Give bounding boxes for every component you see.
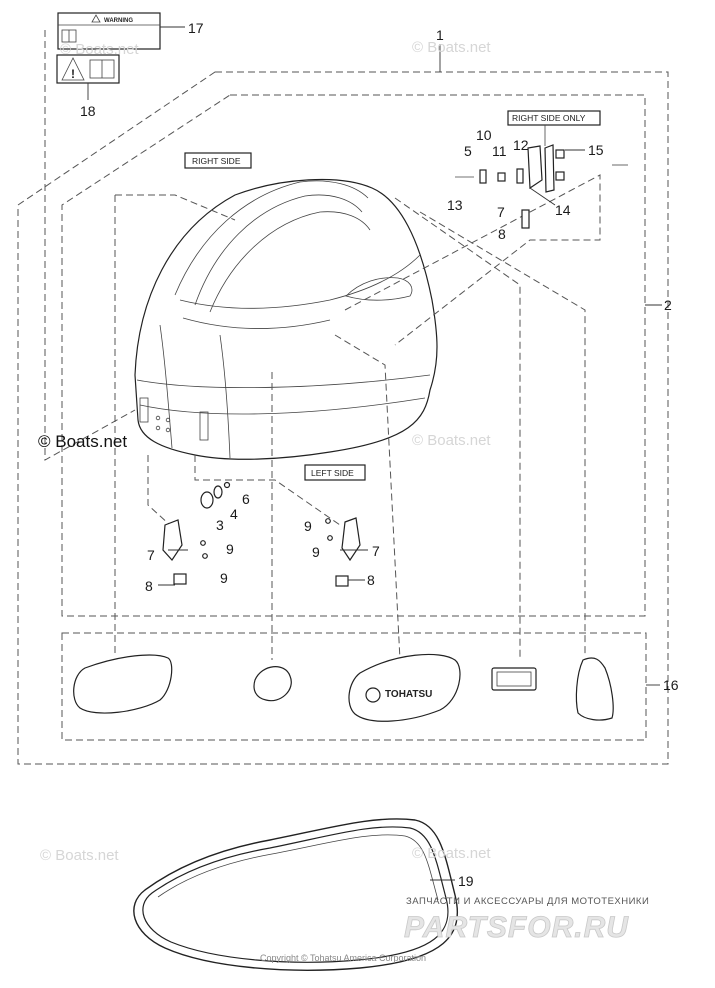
callout-17: 17 [188,20,204,36]
callout-8-left-hook: 8 [145,578,153,594]
callout-11: 11 [492,143,507,159]
emblem-badge [253,666,292,702]
watermark-bottom-left: © Boats.net [40,847,119,864]
bracket-part-14 [527,145,543,190]
callout-19: 19 [458,873,474,889]
hook-right [335,575,349,587]
callout-8-right-hook: 8 [367,572,375,588]
left-side-tag [304,464,366,481]
callout-7-right-latch: 7 [372,543,380,559]
callout-7-left-latch: 7 [147,547,155,563]
callout-9-right-upper: 9 [304,518,312,534]
hardware-items [162,144,628,587]
decal-group-16: TOHATSU [73,653,614,722]
watermark-top-right: © Boats.net [412,39,491,56]
right-side-only-tag [507,110,601,126]
callout-14: 14 [555,202,571,218]
tohatsu-emblem-decal [348,653,461,722]
callout-7-right-side: 7 [497,204,505,220]
collar-part-3 [200,491,214,509]
side-decal-right [575,657,614,721]
warning-triangle-icon-18 [61,57,85,81]
copyright-text: Copyright © Tohatsu America Corporation [260,953,426,963]
callout-16: 16 [663,677,679,693]
callout-9-right-lower: 9 [312,544,320,560]
callout-2: 2 [664,297,672,313]
callout-6: 6 [242,491,250,507]
callout-3: 3 [216,517,224,533]
latch-right [341,517,361,562]
outline-assembly-2 [61,94,646,617]
assembly-outlines [17,71,669,765]
outline-group-16 [61,632,647,741]
cover-seal-19 [133,818,459,971]
outline-assembly-1 [17,71,669,765]
site-logo: PARTSFOR.RU [404,911,629,944]
callout-5: 5 [464,143,472,159]
callout-13: 13 [447,197,463,213]
site-branding: ЗАПЧАСТИ И АКСЕССУАРЫ ДЛЯ МОТОТЕХНИКИ PA… [260,896,649,963]
watermarks: © Boats.net © Boats.net © Boats.net © Bo… [38,39,491,864]
right-side-tag [184,152,252,169]
latch-left [162,519,183,561]
callout-12: 12 [513,137,529,153]
engine-top-cover [134,178,438,460]
callout-15: 15 [588,142,604,158]
emblem-text: TOHATSU [385,689,432,700]
screw-part-6 [223,481,231,489]
warning-label-18 [56,54,120,84]
callout-leaders [87,26,662,881]
diagram-tags: RIGHT SIDE RIGHT SIDE ONLY LEFT SIDE [184,110,601,481]
callout-18: 18 [80,103,96,119]
cover-latch-slot-center [199,411,209,441]
warning-triangle-icon [91,14,101,23]
warning-labels: WARNING ! [56,12,161,84]
small-rect-decal [491,667,537,691]
watermark-left-middle: © Boats.net [38,432,127,451]
right-side-only-label: RIGHT SIDE ONLY [512,113,586,123]
callout-10: 10 [476,127,492,143]
leader-lines [44,30,601,661]
watermark-right-middle: © Boats.net [412,432,491,449]
hook-left [173,573,187,585]
warning-label-17 [57,12,161,50]
right-side-label: RIGHT SIDE [192,156,241,166]
callout-8-right-side: 8 [498,226,506,242]
watermark-top-left: © Boats.net [60,41,139,58]
cover-latch-slot-left [139,397,149,423]
callout-9-left-upper: 9 [226,541,234,557]
svg-text:!: ! [71,67,75,81]
site-caption: ЗАПЧАСТИ И АКСЕССУАРЫ ДЛЯ МОТОТЕХНИКИ [406,896,649,907]
warning-tag-text: WARNING [104,18,133,24]
decal-oval-left [73,654,173,714]
callout-9-left-lower: 9 [220,570,228,586]
watermark-bottom-right: © Boats.net [412,845,491,862]
callout-1: 1 [436,27,444,43]
washer-part-4 [213,485,223,499]
callout-numbers: 1 2 3 4 5 6 7 7 7 8 8 8 9 9 9 9 10 11 12… [80,20,679,889]
left-side-label: LEFT SIDE [311,468,354,478]
callout-4: 4 [230,506,238,522]
